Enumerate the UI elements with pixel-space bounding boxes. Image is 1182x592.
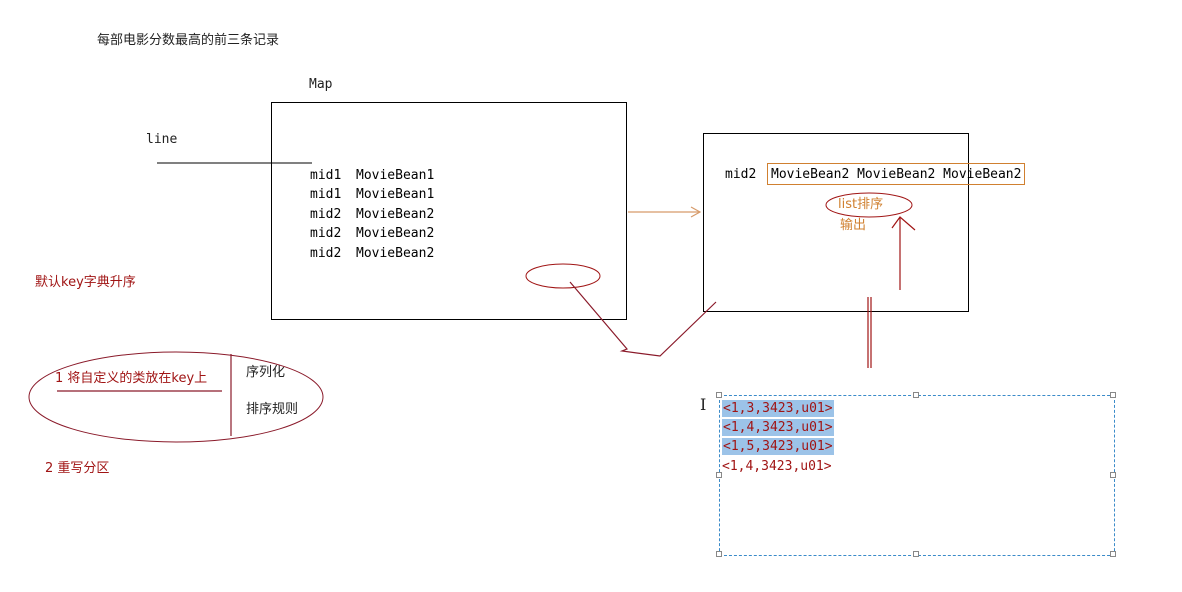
resize-handle-tl[interactable] [716, 392, 722, 398]
record-row: <1,3,3423,u01> [722, 400, 834, 417]
line-label: line [146, 132, 178, 147]
default-sort-note: 默认key字典升序 [35, 275, 136, 290]
reduce-key: mid2 [725, 167, 757, 182]
key-notes-oval [28, 351, 324, 443]
resize-handle-mr[interactable] [1110, 472, 1116, 478]
map-row-key: mid1 [310, 168, 342, 183]
record-arrow-stroke [867, 297, 872, 368]
map-row-key: mid2 [310, 246, 342, 261]
map-row-value: MovieBean1 [356, 168, 435, 183]
sort-arrow [891, 216, 916, 290]
records-textbox[interactable]: <1,3,3423,u01> <1,4,3423,u01> <1,5,3423,… [719, 395, 1115, 556]
sort-oval [825, 192, 913, 218]
map-row-key: mid1 [310, 187, 342, 202]
resize-handle-tr[interactable] [1110, 392, 1116, 398]
map-row-key: mid2 [310, 207, 342, 222]
resize-handle-tm[interactable] [913, 392, 919, 398]
resize-handle-bl[interactable] [716, 551, 722, 557]
text-cursor-icon: I [700, 395, 707, 414]
record-row: <1,5,3423,u01> [722, 438, 834, 455]
record-text: <1,3,3423,u01> [722, 400, 834, 417]
custom-key-note: 1 将自定义的类放在key上 [55, 371, 208, 386]
record-text: <1,4,3423,u01> [722, 459, 832, 474]
map-row-value: MovieBean2 [356, 246, 435, 261]
map-highlight-oval [525, 263, 601, 289]
map-row-value: MovieBean2 [356, 226, 435, 241]
record-text: <1,4,3423,u01> [722, 419, 834, 436]
record-text: <1,5,3423,u01> [722, 438, 834, 455]
diagram-title: 每部电影分数最高的前三条记录 [97, 33, 280, 48]
partition-note: 2 重写分区 [45, 461, 110, 476]
map-row-value: MovieBean2 [356, 207, 435, 222]
map-label: Map [309, 77, 333, 92]
record-row: <1,4,3423,u01> [722, 419, 834, 436]
map-to-reduce-arrow [628, 206, 702, 218]
sort-label: list排序 [838, 197, 884, 212]
resize-handle-br[interactable] [1110, 551, 1116, 557]
serialization-note: 序列化 [246, 365, 286, 380]
map-box: mid1 MovieBean1 mid1 MovieBean1 mid2 Mov… [271, 102, 627, 320]
shuffle-stroke [569, 281, 717, 357]
output-label: 输出 [840, 218, 867, 233]
map-row-value: MovieBean1 [356, 187, 435, 202]
record-row: <1,4,3423,u01> [722, 460, 832, 473]
resize-handle-ml[interactable] [716, 472, 722, 478]
reduce-values: MovieBean2 MovieBean2 MovieBean2 [767, 163, 1026, 185]
reduce-box [703, 133, 969, 312]
sort-rule-note: 排序规则 [246, 402, 299, 417]
map-row-key: mid2 [310, 226, 342, 241]
resize-handle-bm[interactable] [913, 551, 919, 557]
